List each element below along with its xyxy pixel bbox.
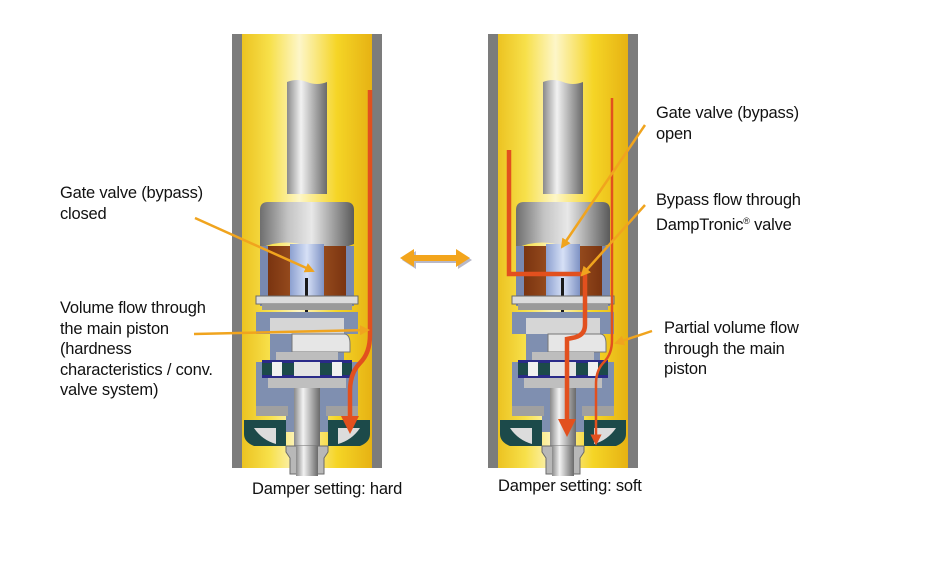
label-line: Gate valve (bypass) bbox=[656, 104, 799, 122]
label-gate-valve-open: Gate valve (bypass) open bbox=[656, 103, 799, 144]
partial-flow-arrow bbox=[590, 98, 614, 446]
damper-hard bbox=[231, 33, 383, 477]
flow-arrow-hard bbox=[341, 90, 373, 434]
label-line: Gate valve (bypass) bbox=[60, 184, 203, 202]
label-line: characteristics / conv. bbox=[60, 360, 213, 379]
label-gate-valve-closed: Gate valve (bypass) closed bbox=[60, 183, 203, 224]
registered-mark: ® bbox=[743, 215, 750, 226]
leader-volume-flow bbox=[193, 325, 370, 336]
caption-hard: Damper setting: hard bbox=[252, 480, 403, 498]
label-line: Volume flow through bbox=[60, 299, 206, 317]
bypass-flow-arrow bbox=[506, 150, 588, 437]
label-volume-flow-main-piston: Volume flow through the main piston (har… bbox=[60, 298, 213, 401]
leader-gate-closed bbox=[194, 216, 315, 273]
leader-gate-open bbox=[560, 124, 647, 249]
label-line: (hardness bbox=[60, 340, 132, 358]
label-bypass-flow: Bypass flow through DampTronic® valve bbox=[656, 190, 801, 235]
label-text: valve bbox=[749, 215, 792, 234]
caption-soft: Damper setting: soft bbox=[498, 477, 642, 495]
label-line: piston bbox=[664, 360, 707, 378]
label-line: Partial volume flow bbox=[664, 319, 799, 337]
brand-name: DampTronic bbox=[656, 215, 744, 234]
label-line: Bypass flow through bbox=[656, 191, 801, 209]
label-line: the main piston bbox=[60, 319, 169, 338]
label-line: DampTronic® valve bbox=[656, 211, 801, 236]
label-line: through the main bbox=[664, 339, 785, 358]
double-arrow-icon bbox=[400, 249, 472, 269]
leader-bypass-flow bbox=[580, 204, 646, 277]
label-line: valve system) bbox=[60, 381, 159, 399]
label-partial-volume-flow: Partial volume flow through the main pis… bbox=[664, 318, 799, 380]
label-line: closed bbox=[60, 204, 107, 223]
label-line: open bbox=[656, 124, 692, 143]
leader-partial-flow bbox=[614, 329, 653, 346]
